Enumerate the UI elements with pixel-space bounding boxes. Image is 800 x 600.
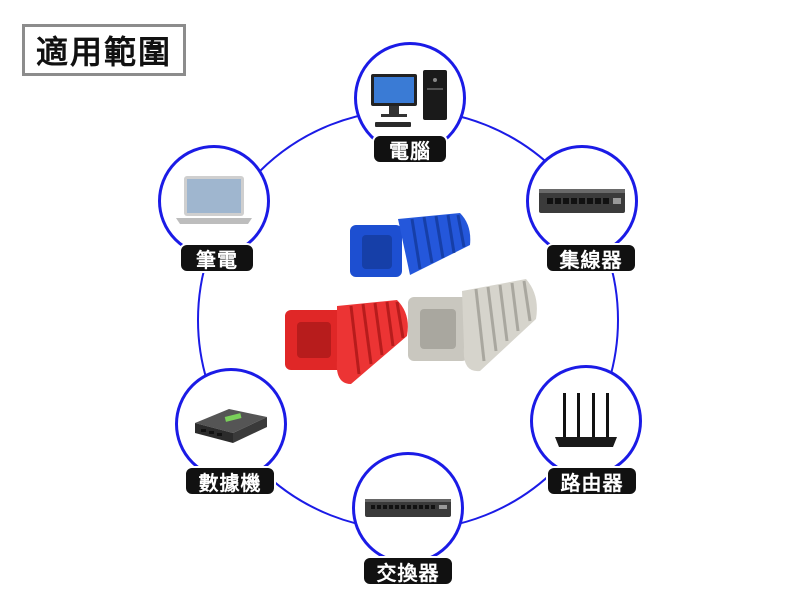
desktop-computer-icon — [371, 70, 447, 127]
rj45-boots-image — [285, 213, 537, 384]
laptop-icon — [176, 176, 252, 224]
network-switch-icon — [365, 499, 451, 517]
laptop-node — [158, 145, 270, 257]
network-hub-icon — [539, 189, 625, 213]
modem-device-icon — [195, 409, 267, 443]
pc-label: 電腦 — [372, 134, 448, 164]
blue-boot — [350, 213, 471, 277]
modem-node — [175, 368, 287, 480]
router-label: 路由器 — [546, 466, 638, 496]
page-title: 適用範圍 — [22, 24, 186, 76]
red-boot — [285, 300, 408, 384]
switch-label: 交換器 — [362, 556, 454, 586]
router-node — [530, 365, 642, 477]
modem-label: 數據機 — [184, 466, 276, 496]
hub-label: 集線器 — [545, 243, 637, 273]
wifi-router-icon — [555, 393, 617, 447]
switch-node — [352, 452, 464, 564]
laptop-label: 筆電 — [179, 243, 255, 273]
hub-node — [526, 145, 638, 257]
gray-boot — [408, 279, 537, 372]
